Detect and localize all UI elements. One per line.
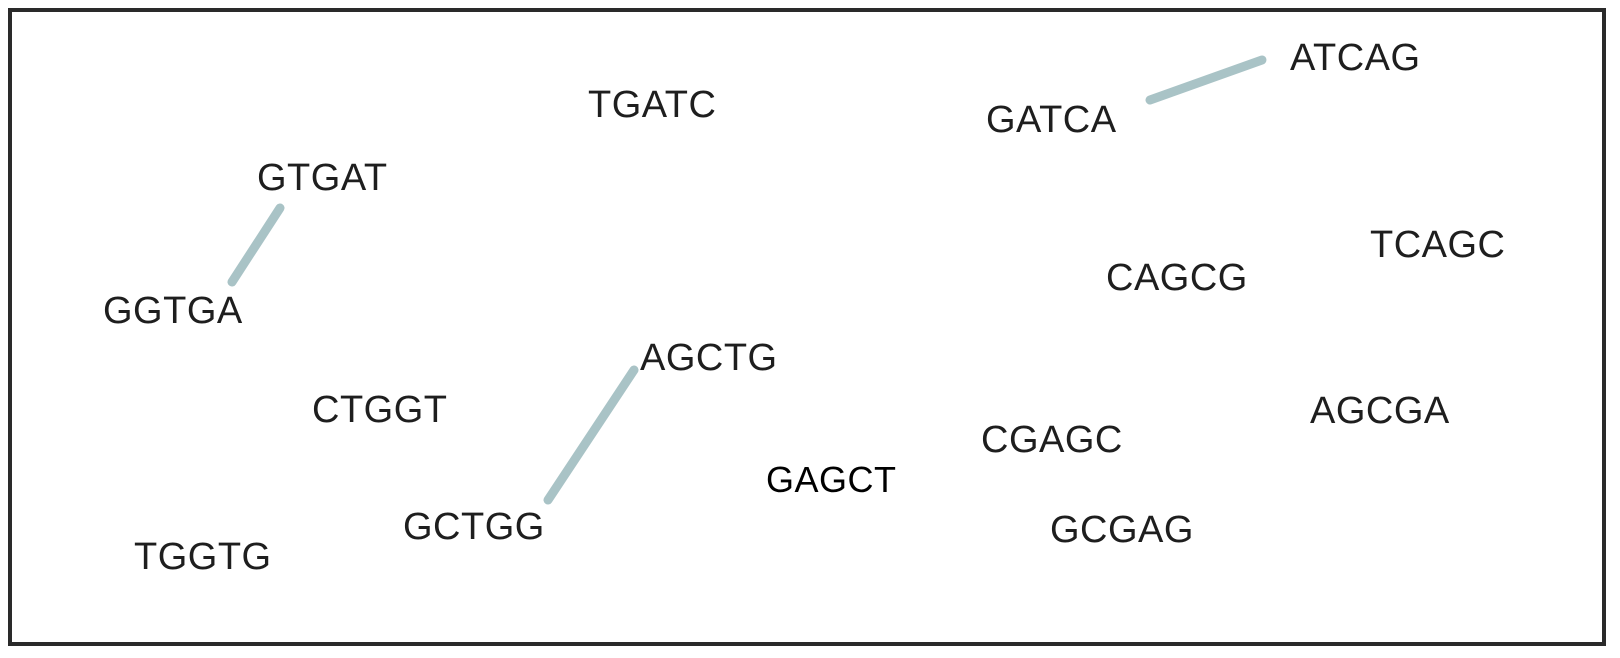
nodes-layer: TGATC ATCAG GATCA GTGAT TCAGC CAGCG GGTGA AGCTG… — [103, 37, 1506, 578]
node-ggtga: GGTGA — [103, 290, 243, 332]
node-gtgat: GTGAT — [257, 157, 388, 199]
node-agctg: AGCTG — [640, 337, 778, 379]
edge-gatca-atcag — [1145, 55, 1267, 105]
node-tcagc: TCAGC — [1370, 224, 1506, 266]
node-agcga: AGCGA — [1310, 390, 1450, 432]
node-tggtg: TGGTG — [134, 536, 272, 578]
node-cgagc: CGAGC — [981, 419, 1123, 461]
diagram-frame — [8, 8, 1606, 646]
node-atcag: ATCAG — [1290, 37, 1421, 79]
node-gatca: GATCA — [986, 99, 1117, 141]
node-cagcg: CAGCG — [1106, 257, 1248, 299]
node-gcgag: GCGAG — [1050, 509, 1194, 551]
node-gctgg: GCTGG — [403, 506, 545, 548]
node-ctggt: CTGGT — [312, 389, 447, 431]
edges-layer — [227, 55, 1267, 505]
node-tgatc: TGATC — [588, 84, 716, 126]
node-gagct: GAGCT — [766, 459, 897, 500]
edge-gtgat-ggtga — [227, 203, 285, 287]
edge-agctg-gctgg — [543, 365, 639, 505]
